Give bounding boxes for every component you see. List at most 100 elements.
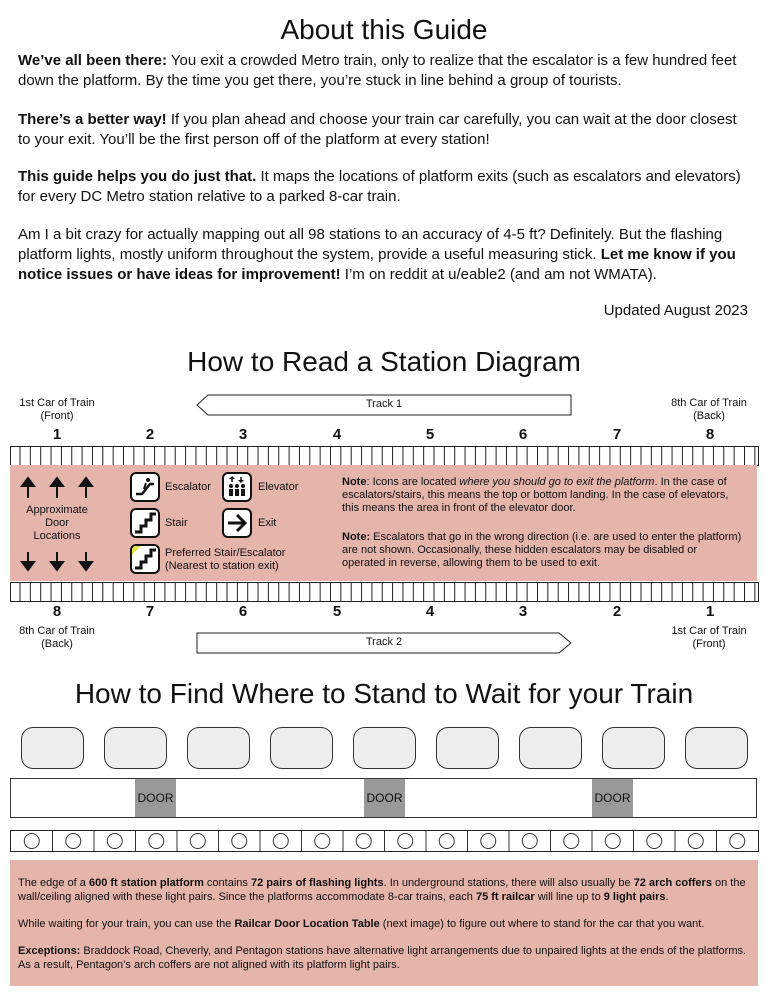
explanation-paragraph-2: While waiting for your train, you can us… [18,917,750,931]
exp1-b1: 600 ft station platform [88,877,204,889]
bottom-right-car-label: 1st Car of Train (Front) [664,625,754,651]
door-label-line1: Approximate [26,504,88,516]
preferred-legend-label: Preferred Stair/Escalator (Nearest to st… [165,547,285,573]
bottom-left-car-label-line1: 8th Car of Train [19,625,95,637]
railcar-door-3: DOOR [592,779,633,817]
door-label-line2: Door [45,517,69,529]
light-circle [355,833,372,849]
track-1-label: Track 1 [365,398,403,410]
top-car-number: 2 [145,426,155,443]
exp1-b2: 72 pairs of flashing lights [250,877,384,889]
up-arrow-icon [20,476,94,498]
bottom-platform-light-strip [10,582,759,602]
bottom-car-number: 4 [425,603,435,620]
bottom-car-number: 5 [332,603,342,620]
exp2-b1: Railcar Door Location Table [234,918,380,930]
bottom-car-number: 1 [705,603,715,620]
intro-paragraph-3: This guide helps you do just that. It ma… [18,167,753,207]
arch-coffer [685,727,748,769]
arch-coffer [353,727,416,769]
exp1-t5: will line up to [534,891,604,903]
exp1-t2: contains [203,877,251,889]
note-2-text: Escalators that go in the wrong directio… [342,531,742,569]
exp3-b1: Exceptions: [18,945,81,957]
top-car-number: 3 [238,426,248,443]
exp1-b4: 75 ft railcar [475,891,535,903]
note-1-text2: . In the case of escalators/stairs, this… [342,476,729,514]
light-circle [480,833,497,849]
bottom-car-number: 8 [52,603,62,620]
top-car-number: 5 [425,426,435,443]
door-label-line3: Locations [33,530,81,542]
exit-icon [222,508,252,538]
exp2-t2: (next image) to figure out where to stan… [379,918,705,930]
arch-coffer [187,727,250,769]
elevator-legend-label: Elevator [258,481,299,493]
stair-legend-label: Stair [165,517,188,529]
bottom-left-car-label-line2: (Back) [41,638,73,650]
intro-bold-3: This guide helps you do just that. [18,168,257,185]
preferred-stair-icon [130,544,160,574]
preferred-label-line2: (Nearest to station exit) [165,560,279,572]
platform-light-pairs [10,830,759,852]
explanation-paragraph-1: The edge of a 600 ft station platform co… [18,876,750,904]
top-right-car-label: 8th Car of Train (Back) [664,397,754,423]
light-circle [65,833,82,849]
exp1-t3: . In underground stations, there will al… [383,877,634,889]
light-circle [231,833,248,849]
note-1-italic: where you should go to exit the platform [459,476,655,488]
top-car-number: 7 [612,426,622,443]
top-car-number: 8 [705,426,715,443]
top-car-number: 4 [332,426,342,443]
explanation-panel: The edge of a 600 ft station platform co… [10,860,758,986]
top-right-car-label-line2: (Back) [693,410,725,422]
bottom-car-number: 7 [145,603,155,620]
light-circle [148,833,165,849]
light-circle [397,833,414,849]
bottom-left-car-label: 8th Car of Train (Back) [12,625,102,651]
note-2-bold: Note: [342,531,371,543]
arch-coffer [21,727,84,769]
railcar-door-1: DOOR [135,779,176,817]
light-circle [729,833,746,849]
bottom-car-number: 6 [238,603,248,620]
intro-bold-1: We’ve all been there: [18,52,167,69]
intro-paragraph-1: We’ve all been there: You exit a crowded… [18,51,753,91]
door-locations-label: Approximate Door Locations [16,504,98,543]
exp2-t1: While waiting for your train, you can us… [18,918,235,930]
light-circle [314,833,331,849]
intro-bold-4: Let me know if you notice issues or have… [18,246,736,283]
elevator-icon [222,472,252,502]
exp3-t1: Braddock Road, Cheverly, and Pentagon st… [18,945,747,971]
bottom-car-number: 2 [612,603,622,620]
explanation-paragraph-3: Exceptions: Braddock Road, Cheverly, and… [18,944,750,972]
intro-paragraph-2: There’s a better way! If you plan ahead … [18,110,753,150]
intro-text-1: You exit a crowded Metro train, only to … [18,52,737,89]
exit-legend-label: Exit [258,517,277,529]
find-title: How to Find Where to Stand to Wait for y… [74,678,694,709]
arch-coffer [602,727,665,769]
bottom-car-number: 3 [518,603,528,620]
escalator-icon [130,472,160,502]
diagram-title: How to Read a Station Diagram [187,346,581,377]
bottom-right-car-label-line1: 1st Car of Train [671,625,747,637]
top-left-car-label-line1: 1st Car of Train [19,397,95,409]
intro-text-4: Am I a bit crazy for actually mapping ou… [18,226,723,263]
intro-paragraph-4: Am I a bit crazy for actually mapping ou… [18,225,753,285]
intro-text-2: If you plan ahead and choose your train … [18,111,737,148]
exp1-b5: 9 light pairs [603,891,666,903]
arch-coffer [270,727,333,769]
light-circle [189,833,206,849]
light-circle [563,833,580,849]
top-left-car-label: 1st Car of Train (Front) [12,397,102,423]
stair-icon [130,508,160,538]
light-circle [272,833,289,849]
arch-coffer [104,727,167,769]
light-circle [23,833,40,849]
door-arrows [20,476,94,572]
exp1-t4: on the wall/ceiling aligned with these l… [18,877,746,903]
exp1-b3: 72 arch coffers [633,877,712,889]
arch-coffer [436,727,499,769]
bottom-right-car-label-line2: (Front) [692,638,726,650]
light-circle [106,833,123,849]
